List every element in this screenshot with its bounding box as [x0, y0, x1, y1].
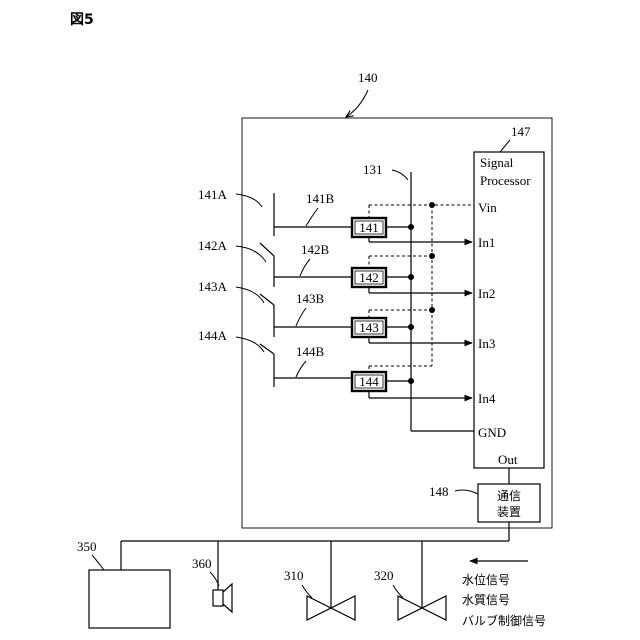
rod-144a-label: 144A — [198, 328, 228, 343]
pc-ref-leader — [92, 555, 104, 570]
signal-water-level: 水位信号 — [462, 572, 510, 587]
gnd-dot-144 — [408, 378, 414, 384]
rod-142a-bend — [260, 243, 274, 256]
figure-label: 図5 — [70, 12, 94, 28]
processor-ref-label: 147 — [511, 124, 531, 139]
gnd-dot-141 — [408, 224, 414, 230]
comm-ref-label: 148 — [429, 484, 449, 499]
lead-144b-label: 144B — [296, 344, 325, 359]
processor-title-line1: Signal — [480, 155, 514, 170]
unit-ref-arrow — [346, 90, 368, 117]
valve-320-ref-label: 320 — [374, 568, 394, 583]
rod-143a-label: 143A — [198, 279, 228, 294]
comm-ref-leader — [455, 490, 478, 494]
signal-valve-control: バルブ制御信号 — [462, 613, 546, 628]
pin-gnd-label: GND — [478, 425, 506, 440]
speaker-body — [213, 590, 223, 606]
pin-in1-label: In1 — [478, 235, 495, 250]
pc-box — [89, 570, 170, 628]
lead-144b-leader — [296, 361, 306, 377]
gnd-dot-143 — [408, 324, 414, 330]
wire-ref-label: 131 — [363, 162, 383, 177]
gnd-dot-142 — [408, 274, 414, 280]
lead-141b-label: 141B — [306, 191, 335, 206]
speaker-ref-label: 360 — [192, 556, 212, 571]
wire-ref-leader — [392, 170, 408, 180]
lead-143b-leader — [296, 308, 306, 326]
vin-junction-dot — [429, 202, 435, 208]
speaker-cone — [223, 584, 232, 612]
lead-142b-label: 142B — [301, 242, 330, 257]
pin-in3-label: In3 — [478, 336, 495, 351]
processor-title-line2: Processor — [480, 173, 531, 188]
sensor-box-144-label: 144 — [359, 374, 379, 389]
valve-310-ref-label: 310 — [284, 568, 304, 583]
comm-device-line2: 装置 — [497, 505, 521, 519]
pin-in4-label: In4 — [478, 391, 496, 406]
lead-143b-label: 143B — [296, 291, 325, 306]
pin-vin-label: Vin — [478, 200, 497, 215]
rod-142a-leader — [236, 246, 266, 262]
pin-out-label: Out — [498, 452, 518, 467]
lead-141b-leader — [306, 208, 318, 226]
unit-ref-label: 140 — [358, 70, 378, 85]
processor-ref-leader — [500, 140, 510, 152]
rod-142a-label: 142A — [198, 238, 228, 253]
sensor-box-141-label: 141 — [359, 220, 379, 235]
lead-142b-leader — [300, 259, 310, 276]
signal-water-quality: 水質信号 — [462, 592, 510, 607]
rod-143a-leader — [236, 287, 264, 303]
vin-dot-143 — [429, 307, 435, 313]
rod-141a-leader — [236, 194, 262, 207]
comm-device-line1: 通信 — [497, 489, 521, 503]
vin-dot-142 — [429, 253, 435, 259]
pin-in2-label: In2 — [478, 286, 495, 301]
pc-ref-label: 350 — [77, 539, 97, 554]
sensor-box-143-label: 143 — [359, 320, 379, 335]
rod-141a-label: 141A — [198, 187, 228, 202]
sensor-box-142-label: 142 — [359, 270, 379, 285]
